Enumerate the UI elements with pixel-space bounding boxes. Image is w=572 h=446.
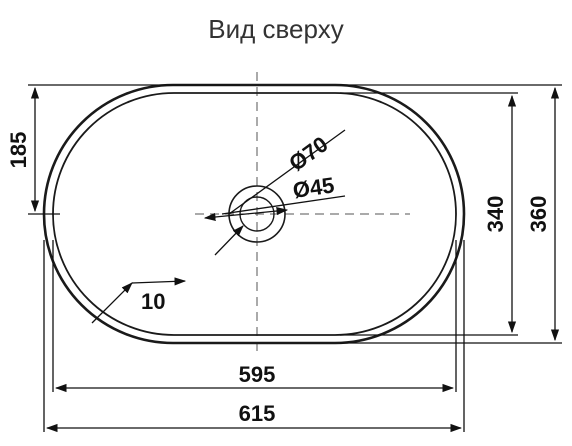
drain-inner-diameter-label: Ø45 bbox=[291, 172, 336, 203]
inner-length-label: 595 bbox=[239, 362, 276, 387]
basin-outer-outline bbox=[42, 83, 466, 345]
outer-width-label: 360 bbox=[526, 196, 551, 233]
rim-label: 10 bbox=[141, 289, 165, 314]
half-width-label: 185 bbox=[6, 132, 31, 169]
drain-pointer bbox=[214, 225, 244, 256]
drain-leader-outer bbox=[228, 129, 346, 215]
rim-arrow bbox=[131, 277, 187, 286]
inner-width-label: 340 bbox=[483, 196, 508, 233]
drain-diameter-arrow bbox=[203, 206, 289, 222]
outer-length-label: 615 bbox=[239, 401, 276, 426]
rim-leader bbox=[91, 282, 133, 324]
view-title: Вид сверху bbox=[208, 14, 343, 44]
